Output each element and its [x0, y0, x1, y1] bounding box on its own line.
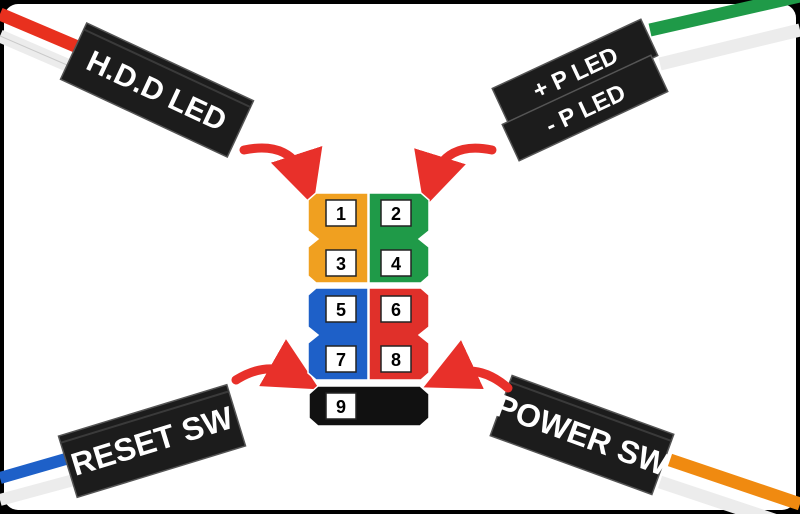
pin-4-number: 4: [391, 254, 401, 274]
reset-sw-arrow: [231, 339, 320, 390]
power-sw-connector-body: [489, 374, 675, 496]
pin-6-number: 6: [391, 300, 401, 320]
pin-5-number: 5: [336, 300, 346, 320]
pin-7-number: 7: [336, 350, 346, 370]
pin-2-square: [380, 199, 412, 227]
pin-9: 9: [325, 392, 357, 420]
pin-5-square: [325, 295, 357, 323]
pin-1-number: 1: [336, 204, 346, 224]
pin-5: 5: [325, 295, 357, 323]
power-sw-orange-wire: [667, 453, 800, 511]
pin-9-square: [325, 392, 357, 420]
pin-header: 1 2 3 4 5 6 7: [307, 192, 430, 427]
pin-squares: 1 2 3 4 5 6 7: [325, 199, 412, 420]
power-sw-connector-ridge: [509, 381, 672, 442]
pin-4-square: [380, 249, 412, 277]
pin-3-square: [325, 249, 357, 277]
arrows: [231, 143, 513, 393]
power-sw-white-wire: [657, 475, 777, 514]
reset-sw-connector-body: [57, 383, 247, 499]
pin-8-square: [380, 345, 412, 373]
minus-p-led-connector-body: [501, 54, 669, 162]
pin-7-square: [325, 345, 357, 373]
pin-8: 8: [380, 345, 412, 373]
minus-p-led-white-wire: [658, 23, 800, 71]
pin-7: 7: [325, 345, 357, 373]
hdd-led-connector: H.D.D LED: [59, 22, 255, 158]
power-led-arrow: [414, 143, 497, 208]
pin-1: 1: [325, 199, 357, 227]
pin-6-square: [380, 295, 412, 323]
plus-p-led-green-wire: [648, 0, 800, 37]
reset-sw-connector-ridge: [60, 390, 230, 444]
pin-8-number: 8: [391, 350, 401, 370]
pin-4: 4: [380, 249, 412, 277]
hdd-led-arrow: [239, 143, 323, 206]
pin-6: 6: [380, 295, 412, 323]
pin-9-number: 9: [336, 397, 346, 417]
hdd-led-connector-ridge: [83, 28, 251, 109]
pin-3: 3: [325, 249, 357, 277]
pin-1-square: [325, 199, 357, 227]
pin-2-number: 2: [391, 204, 401, 224]
hdd-led-red-wire: [0, 8, 83, 54]
pin-2: 2: [380, 199, 412, 227]
pin-3-number: 3: [336, 254, 346, 274]
hdd-led-connector-body: [59, 22, 255, 158]
hdd-led-white-wire-edge: [0, 35, 75, 69]
power-sw-arrow: [423, 340, 513, 393]
